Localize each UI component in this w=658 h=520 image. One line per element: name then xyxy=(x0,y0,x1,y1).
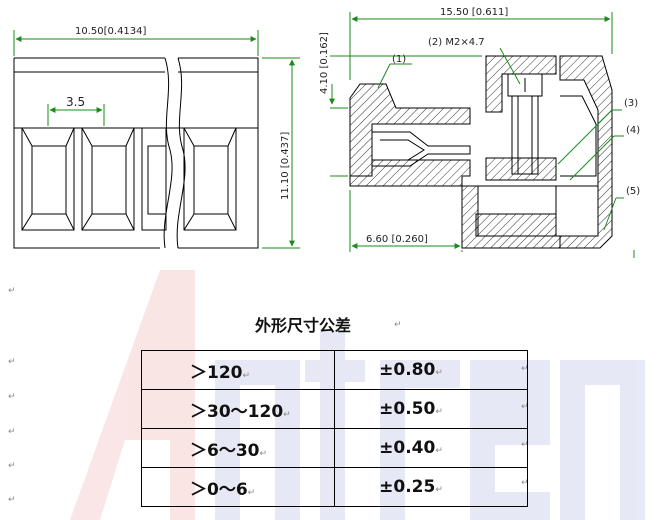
tolerance-table: ＞120↵ ±0.80↵ ＞30～120↵ ±0.50↵ ＞6～30↵ ±0.4… xyxy=(141,350,528,507)
front-width-dimension: 10.50[0.4134] xyxy=(75,26,147,37)
screw-callout: (2) M2×4.7 xyxy=(428,37,485,48)
side-bottom-dimension: 6.60 [0.260] xyxy=(366,234,428,245)
paragraph-mark: ↵ xyxy=(8,357,16,367)
side-view xyxy=(349,55,613,249)
paragraph-mark: ↵ xyxy=(8,392,16,402)
range-cell: ＞6～30↵ xyxy=(141,428,335,468)
callout-3: (3) xyxy=(624,98,638,109)
tolerance-cell: ±0.50↵ xyxy=(334,389,528,429)
side-dimensions xyxy=(329,12,635,258)
callout-1: (1) xyxy=(392,54,406,65)
range-cell: ＞30～120↵ xyxy=(141,389,335,429)
tolerance-title: 外形尺寸公差 xyxy=(255,316,352,335)
paragraph-mark: ↵ xyxy=(8,286,16,296)
paragraph-mark: ↵ xyxy=(8,427,16,437)
side-length-dimension: 15.50 [0.611] xyxy=(440,7,508,18)
front-view xyxy=(13,57,259,249)
range-cell: ＞120↵ xyxy=(141,350,335,390)
paragraph-mark: ↵ xyxy=(394,320,402,330)
range-cell: ＞0～6↵ xyxy=(141,467,335,507)
callout-5: (5) xyxy=(626,186,640,197)
table-row: ＞120↵ ±0.80↵ xyxy=(141,350,528,390)
terminal-block-drawing: 10.50[0.4134] 3.5 11.10 [0.437] xyxy=(13,7,640,258)
front-openings xyxy=(21,127,237,231)
tolerance-cell: ±0.25↵ xyxy=(334,467,528,507)
front-pitch-dimension: 3.5 xyxy=(66,95,85,109)
table-row: ＞30～120↵ ±0.50↵ xyxy=(141,389,528,429)
tolerance-cell: ±0.80↵ xyxy=(334,350,528,390)
paragraph-mark: ↵ xyxy=(8,461,16,471)
tolerance-cell: ±0.40↵ xyxy=(334,428,528,468)
table-row: ＞6～30↵ ±0.40↵ xyxy=(141,428,528,468)
front-height-dimension: 11.10 [0.437] xyxy=(280,132,291,200)
side-height-dimension: 4.10 [0.162] xyxy=(319,32,330,94)
table-row: ＞0～6↵ ±0.25↵ xyxy=(141,467,528,507)
callout-4: (4) xyxy=(626,125,640,136)
front-dimensions xyxy=(13,30,300,249)
paragraph-mark: ↵ xyxy=(8,495,16,505)
